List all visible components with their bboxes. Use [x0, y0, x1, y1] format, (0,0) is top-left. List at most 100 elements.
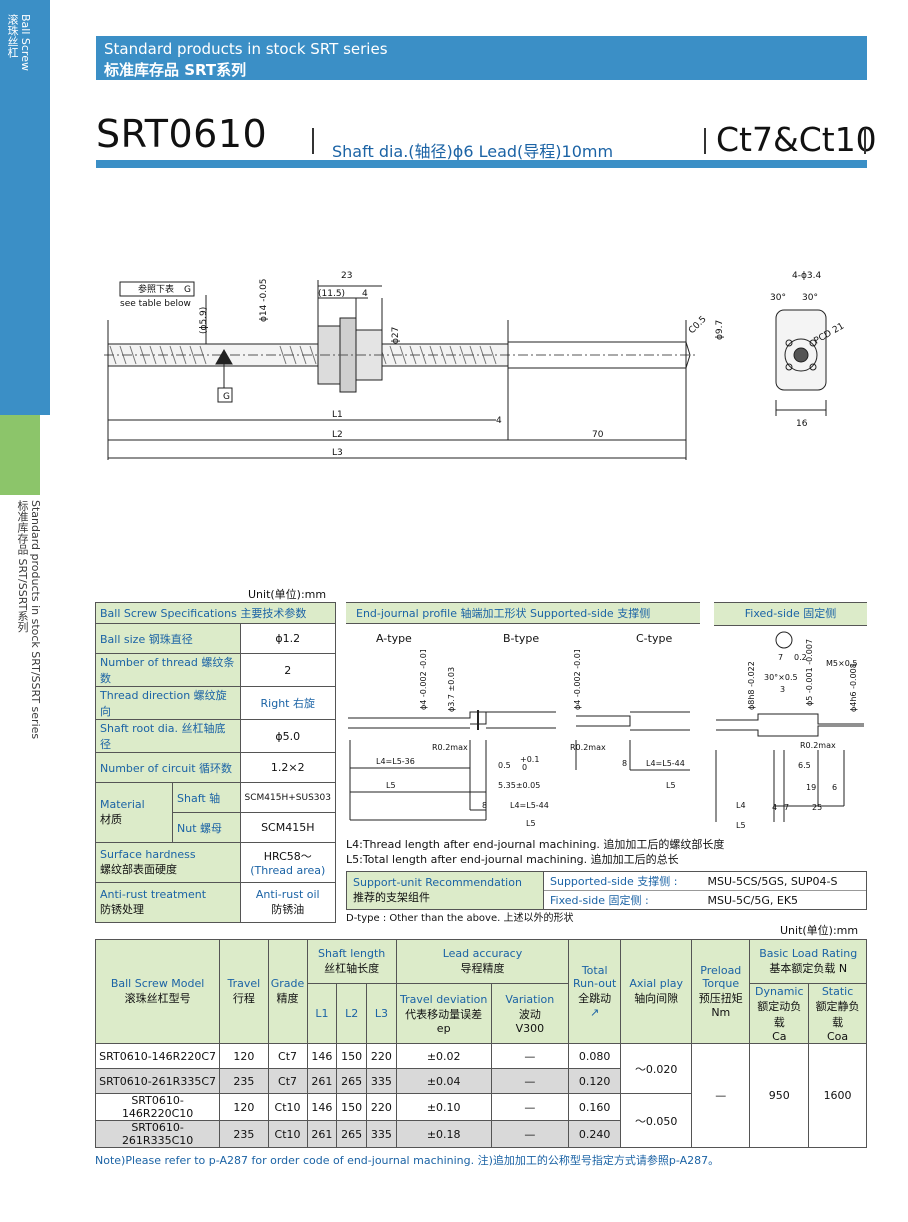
sidebar-blue	[0, 0, 50, 415]
nut-label: Nut 螺母	[172, 812, 241, 843]
axial-ct10: ～0.050	[620, 1093, 693, 1148]
svg-text:M5×0.5: M5×0.5	[826, 659, 857, 668]
svg-text:7: 7	[778, 653, 783, 662]
spec-label: Shaft root dia. 丝杠轴底径	[95, 719, 241, 753]
svg-text:70: 70	[592, 430, 604, 440]
support-side-label: Supported-side 支撑侧 :	[543, 871, 707, 891]
svg-text:23: 23	[341, 271, 352, 281]
end-journal-drawing: ϕ4 -0.002 -0.010 ϕ3.7 ±0.03 R0.2max L4=L…	[348, 650, 690, 828]
svg-text:ϕ27: ϕ27	[391, 327, 401, 344]
grade-title: Ct7&Ct10	[716, 120, 877, 159]
svg-text:L4=L5-44: L4=L5-44	[646, 759, 685, 768]
svg-text:4: 4	[496, 416, 502, 426]
svg-text:ϕ5 -0.001 -0.007: ϕ5 -0.001 -0.007	[805, 639, 814, 706]
svg-text:30°: 30°	[770, 293, 786, 303]
svg-text:L2: L2	[332, 430, 343, 440]
svg-text:4-ϕ3.4: 4-ϕ3.4	[792, 271, 821, 281]
svg-text:C0.5: C0.5	[687, 314, 709, 336]
fixed-side-label: Fixed-side 固定侧 :	[543, 890, 707, 910]
svg-text:R0.2max: R0.2max	[432, 743, 468, 752]
svg-text:3: 3	[780, 685, 785, 694]
col-l1: L1	[306, 983, 338, 1044]
header-line-en: Standard products in stock SRT series	[104, 40, 388, 58]
svg-text:R0.2max: R0.2max	[570, 743, 606, 752]
svg-text:L1: L1	[332, 410, 343, 420]
svg-text:L4=L5-44: L4=L5-44	[510, 801, 549, 810]
dynamic-load: 950	[749, 1043, 810, 1148]
svg-text:ϕ9.7: ϕ9.7	[715, 320, 725, 340]
col-l2: L2	[336, 983, 368, 1044]
svg-text:7: 7	[784, 803, 789, 812]
svg-text:L5: L5	[666, 781, 676, 790]
d-type-note: D-type : Other than the above. 上述以外的形状	[346, 913, 574, 924]
svg-text:L5: L5	[736, 821, 746, 830]
svg-text:0.5: 0.5	[498, 761, 511, 770]
end-journal-header: End-journal profile 轴端加工形状 Supported-sid…	[346, 602, 700, 624]
type-a-label: A-type	[376, 632, 412, 645]
note-l4: L4:Thread length after end-journal machi…	[346, 838, 725, 851]
spec-value: 2	[239, 653, 337, 687]
spec-value: 1.2×2	[239, 752, 337, 783]
svg-text:ϕ4 -0.002 -0.010: ϕ4 -0.002 -0.010	[573, 650, 582, 710]
spec-label: Thread direction 螺纹旋向	[95, 686, 241, 720]
model-title: SRT0610	[96, 112, 268, 156]
svg-text:ϕ4 -0.002 -0.010: ϕ4 -0.002 -0.010	[419, 650, 428, 710]
col-l3: L3	[366, 983, 397, 1044]
svg-text:0.2: 0.2	[794, 653, 807, 662]
svg-text:0: 0	[522, 763, 527, 772]
spec-value: ϕ1.2	[239, 623, 337, 654]
footer-note: Note)Please refer to p-A287 for order co…	[95, 1154, 720, 1167]
support-side-value: MSU-5CS/5GS, SUP04-S	[706, 871, 868, 891]
spec-value: Right 右旋	[239, 686, 337, 720]
fixed-side-value: MSU-5C/5G, EK5	[706, 890, 868, 910]
sidebar-section-label: Standard products in stock SRT/SSRT seri…	[16, 500, 42, 740]
svg-text:4: 4	[362, 289, 368, 299]
svg-text:L4: L4	[736, 801, 746, 810]
header-line-cn: 标准库存品 SRT系列	[104, 61, 247, 79]
unit-label: Unit(单位):mm	[248, 588, 327, 601]
divider	[704, 128, 706, 154]
divider	[864, 128, 866, 154]
axial-ct7: ～0.020	[620, 1043, 693, 1094]
static-load: 1600	[808, 1043, 867, 1148]
spec-table: Ball Screw Specifications 主要技术参数 Ball si…	[95, 602, 337, 923]
title-underline	[96, 160, 867, 168]
svg-text:25: 25	[812, 803, 822, 812]
spec-label: Ball size 钢珠直径	[95, 623, 241, 654]
model-spec: Shaft dia.(轴径)ϕ6 Lead(导程)10mm	[332, 142, 614, 161]
svg-text:see table below: see table below	[120, 299, 191, 309]
svg-text:R0.2max: R0.2max	[800, 741, 836, 750]
svg-text:+0.1: +0.1	[520, 755, 539, 764]
divider	[312, 128, 314, 154]
shaft-material: SCM415H+SUS303	[239, 782, 337, 813]
svg-text:4: 4	[772, 803, 777, 812]
svg-text:8: 8	[622, 759, 627, 768]
note-l5: L5:Total length after end-journal machin…	[346, 853, 679, 866]
spec-table-header: Ball Screw Specifications 主要技术参数	[95, 602, 336, 624]
page-header: Standard products in stock SRT series 标准…	[96, 36, 867, 80]
svg-text:8: 8	[482, 801, 487, 810]
type-b-label: B-type	[503, 632, 540, 645]
svg-text:L5: L5	[526, 819, 536, 828]
hardness-value: HRC58～(Thread area)	[239, 842, 337, 883]
svg-text:6: 6	[832, 783, 837, 792]
sidebar-green-tab	[0, 415, 40, 495]
svg-text:5.35±0.05: 5.35±0.05	[498, 781, 540, 790]
